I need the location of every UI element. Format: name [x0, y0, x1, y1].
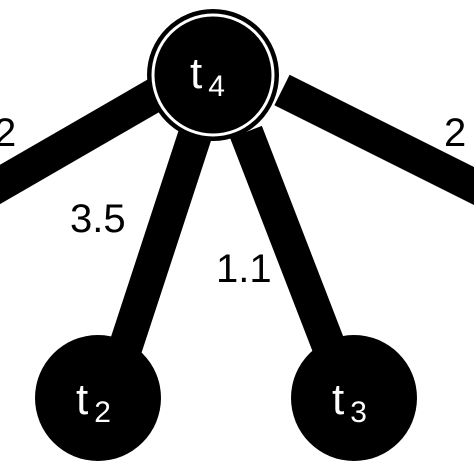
node-t3-base: t	[332, 375, 344, 424]
node-t4-inner-ring	[151, 13, 275, 137]
node-t3-circle	[291, 335, 417, 461]
edge-t4-right	[274, 74, 474, 206]
node-t4-circle	[147, 9, 279, 141]
edge-t4-t2	[101, 126, 213, 376]
edge-t4-t3	[230, 125, 354, 377]
edges	[0, 74, 474, 377]
edge-left-weight: 2	[0, 111, 16, 155]
node-t3-subscript: 3	[350, 396, 367, 429]
edge-t4-left	[0, 77, 169, 205]
node-t4-base: t	[190, 49, 202, 98]
node-t2-circle	[35, 335, 161, 461]
node-t2-subscript: 2	[94, 396, 111, 429]
node-t4-subscript: 4	[208, 70, 225, 103]
edge-t3-weight: 1.1	[216, 247, 272, 291]
edge-t2-weight: 3.5	[70, 197, 126, 241]
node-t2-base: t	[76, 375, 88, 424]
edge-right-weight: 2	[444, 111, 466, 155]
